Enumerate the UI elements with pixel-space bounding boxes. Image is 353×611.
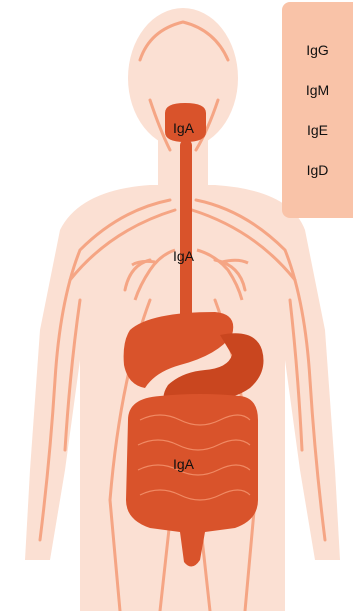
legend-item-igd: IgD bbox=[282, 162, 353, 178]
legend-item-igm: IgM bbox=[282, 82, 353, 98]
legend-item-ige: IgE bbox=[282, 122, 353, 138]
mouth-label: IgA bbox=[173, 120, 194, 136]
legend-item-igg: IgG bbox=[282, 42, 353, 58]
lungs-label: IgA bbox=[173, 248, 194, 264]
intestines-label: IgA bbox=[173, 456, 194, 472]
esophagus bbox=[180, 140, 192, 330]
legend-box: IgG IgM IgE IgD bbox=[282, 2, 353, 218]
